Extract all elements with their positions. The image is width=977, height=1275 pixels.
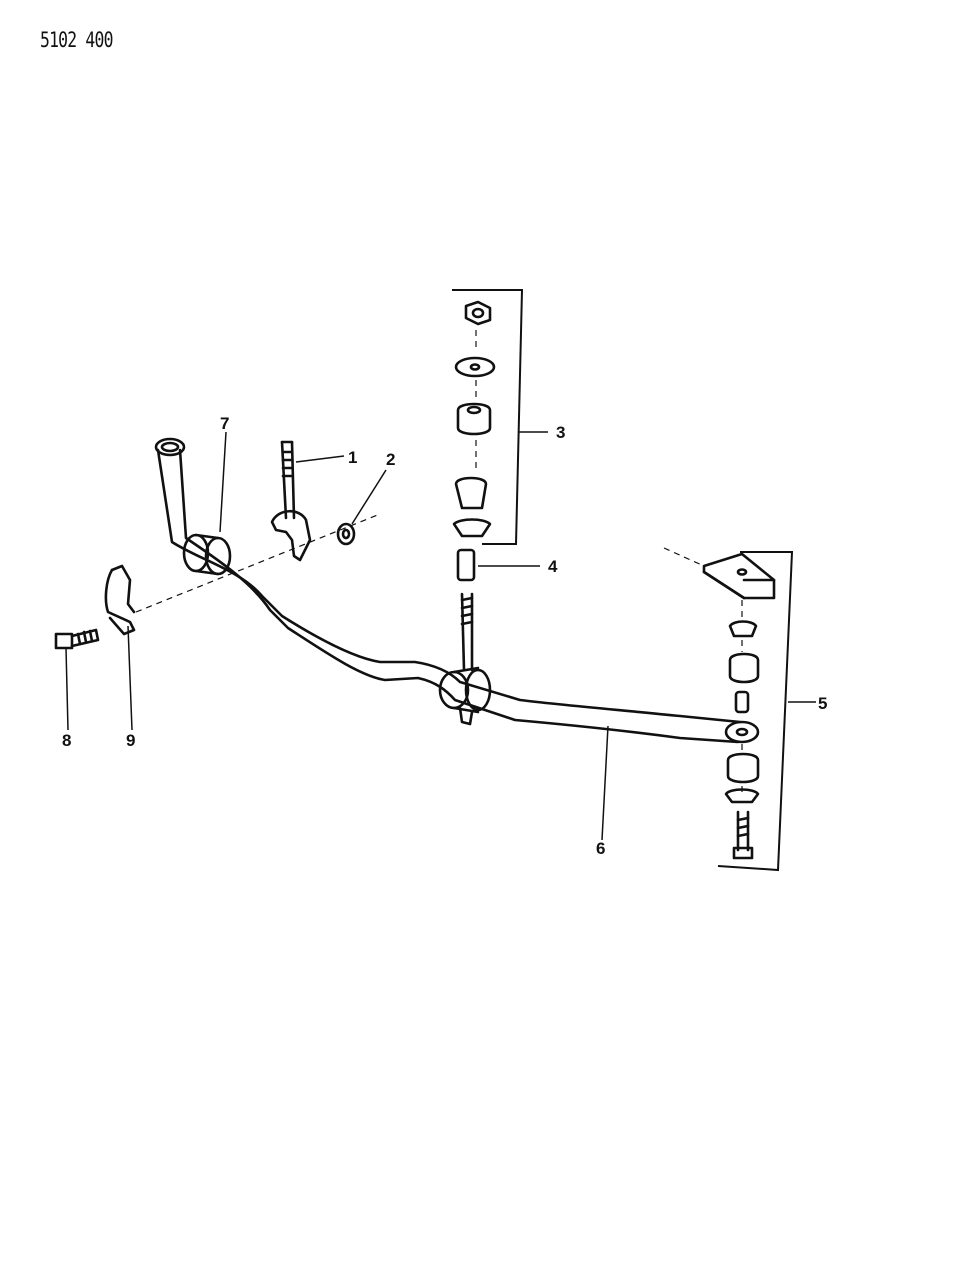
- callout-3: 3: [556, 423, 565, 442]
- bolt-8: [54, 628, 100, 650]
- callout-8: 8: [62, 731, 71, 750]
- retainer-stud-1: [270, 440, 312, 562]
- callout-5: 5: [818, 694, 827, 713]
- link-kit-5: [702, 552, 776, 860]
- bushing-7: [182, 533, 232, 576]
- callout-6: 6: [596, 839, 605, 858]
- center-clamp: [438, 666, 492, 726]
- document-id: 5102 400: [40, 28, 113, 52]
- callout-9: 9: [126, 731, 135, 750]
- callout-labels: 1 2 3 4 5 6 7 8 9: [62, 414, 827, 858]
- leader-lines: [65, 431, 816, 841]
- stabilizer-bar: [154, 437, 760, 744]
- link-kit-3: [452, 300, 496, 538]
- center-lines: [135, 330, 743, 792]
- link-bolt-center: [460, 592, 474, 672]
- callout-2: 2: [386, 450, 395, 469]
- callout-4: 4: [548, 557, 558, 576]
- callout-7: 7: [220, 414, 229, 433]
- spacer-4: [456, 548, 476, 582]
- callout-1: 1: [348, 448, 357, 467]
- nut-2: [336, 522, 356, 546]
- bracket-9: [104, 564, 136, 636]
- group-brackets: [452, 289, 794, 872]
